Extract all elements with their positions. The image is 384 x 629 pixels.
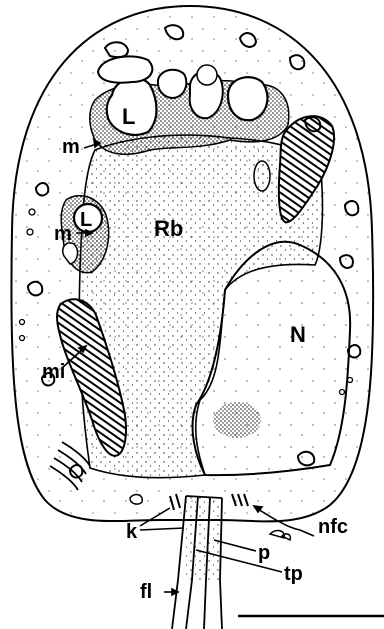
label-lysosome-left: L — [80, 209, 92, 231]
label-residual-body: Rb — [154, 216, 183, 241]
label-flagellum: fl — [140, 581, 152, 603]
vesicle-top-4 — [228, 77, 267, 120]
label-mitochondrion: mi — [42, 361, 65, 383]
mitochondrion-small — [254, 161, 270, 191]
vesicle-top-5 — [197, 65, 217, 85]
kinetosome-stipple — [186, 497, 222, 581]
vesicle-top-2 — [158, 70, 186, 98]
label-nucleus: N — [290, 322, 306, 347]
label-plasma-membrane: p — [258, 542, 270, 564]
chromatin-cluster — [213, 402, 261, 438]
label-kinetosome: k — [126, 521, 138, 543]
label-membrane-top: m — [62, 136, 80, 158]
label-lysosome-top: L — [122, 104, 135, 129]
label-nine-fibre-complex: nfc — [318, 516, 348, 538]
label-tubular-process: tp — [284, 563, 303, 585]
label-membrane-left: m — [54, 223, 72, 245]
